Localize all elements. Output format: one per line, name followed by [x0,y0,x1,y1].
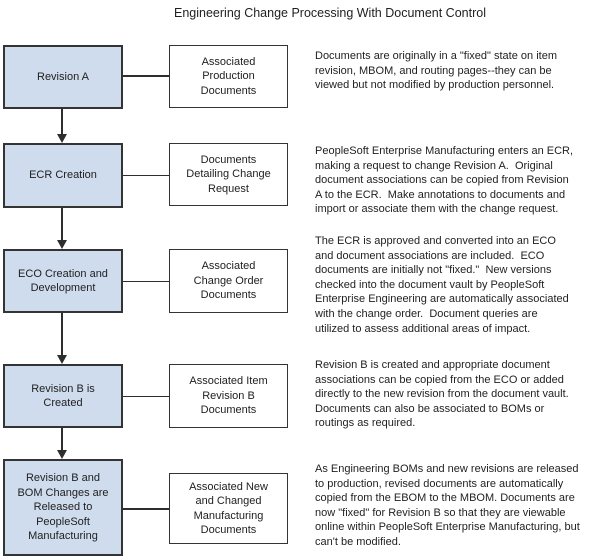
down-arrow-icon [56,208,68,249]
arrowhead-icon [57,450,67,459]
connector-line [123,174,169,176]
stage-box-eco-creation: ECO Creation and Development [3,249,123,313]
stage-description: Revision B is created and appropriate do… [315,359,569,430]
arrow-shaft [61,313,63,356]
stage-box-revision-b-created: Revision B is Created [3,364,123,428]
connector-line [123,508,169,510]
down-arrow-icon [56,428,68,459]
stage-box-revision-a: Revision A [3,45,123,109]
stage-description: As Engineering BOMs and new revisions ar… [315,463,580,548]
connector-line [123,75,169,77]
down-arrow-icon [56,109,68,143]
document-box-change-order: Associated Change Order Documents [169,249,288,313]
arrow-shaft [61,109,63,135]
arrowhead-icon [57,355,67,364]
down-arrow-icon [56,313,68,364]
diagram-title: Engineering Change Processing With Docum… [174,6,486,20]
stage-box-ecr-creation: ECR Creation [3,143,123,208]
document-box-manufacturing-documents: Associated New and Changed Manufacturing… [169,473,288,544]
document-box-production-documents: Associated Production Documents [169,45,288,108]
document-box-item-revision-b: Associated Item Revision B Documents [169,364,288,428]
stage-box-release-to-manufacturing: Revision B and BOM Changes are Released … [3,459,123,556]
document-box-change-request: Documents Detailing Change Request [169,143,288,206]
arrowhead-icon [57,134,67,143]
stage-description: The ECR is approved and converted into a… [315,235,569,335]
stage-description: PeopleSoft Enterprise Manufacturing ente… [315,145,574,216]
arrow-shaft [61,428,63,451]
arrow-shaft [61,208,63,241]
connector-line [123,395,169,397]
stage-description: Documents are originally in a "fixed" st… [315,50,557,92]
arrowhead-icon [57,240,67,249]
connector-line [123,280,169,282]
